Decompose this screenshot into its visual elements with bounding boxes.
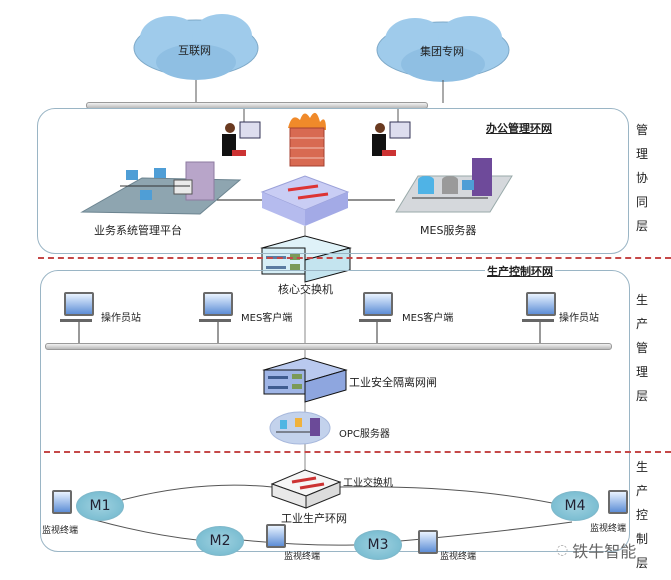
opc-server-label: OPC服务器 [339,429,390,440]
gateway-shape [262,357,348,403]
ring-node-m1[interactable]: M1 [76,491,124,521]
monitor-icon [526,292,556,316]
monitor-icon [363,292,393,316]
mes-server-platform-shape [395,158,513,213]
production-zone-title: 生产控制环网 [485,263,555,279]
industrial-switch-shape [270,469,342,509]
keyboard-icon [199,319,231,322]
monitor-icon [64,292,94,316]
mes-client-right-label: MES客户端 [402,313,454,324]
cloud-internet-shape [133,14,259,80]
monitor-terminal-3-icon[interactable] [418,530,438,554]
mes-client-right[interactable] [359,292,393,322]
mes-client-left-label: MES客户端 [241,313,293,324]
core-switch-label: 核心交换机 [278,283,333,296]
cloud-internet-label: 互联网 [178,44,211,57]
office-layer-label: 管 理 协 同 层 [635,123,648,233]
layer-divider-top [38,257,671,259]
cloud-group-shape [376,16,510,82]
core-switch-shape [260,235,352,283]
mes-server-label: MES服务器 [420,224,477,237]
production-bus [45,343,612,350]
ring-node-m2[interactable]: M2 [196,526,244,556]
layer-divider-bottom [44,451,671,453]
operator-station-right-label: 操作员站 [559,313,599,324]
industrial-gateway-label: 工业安全隔离网闸 [349,376,437,389]
monitor-terminal-1-label: 监视终端 [42,526,79,536]
production-zone [40,270,630,552]
monitor-terminal-3-label: 监视终端 [440,552,477,562]
production-control-layer-label: 生 产 控 制 层 [635,460,648,570]
operator-station-left[interactable] [60,292,94,322]
monitor-terminal-4-label: 监视终端 [590,524,627,534]
industrial-ring-label: 工业生产环网 [281,512,347,525]
office-zone-title: 办公管理环网 [486,122,552,135]
office-zone [37,108,629,254]
keyboard-icon [60,319,92,322]
monitor-terminal-2-icon[interactable] [266,524,286,548]
operator-station-left-label: 操作员站 [101,313,141,324]
cloud-group-network-label: 集团专网 [420,45,464,58]
monitor-terminal-4-icon[interactable] [608,490,628,514]
firewall-shape [288,112,326,167]
operator-person-left [222,121,261,156]
mes-client-left[interactable] [199,292,233,322]
ring-node-m4[interactable]: M4 [551,491,599,521]
keyboard-icon [359,319,391,322]
production-mgmt-layer-label: 生 产 管 理 层 [635,293,648,403]
business-platform-shape [80,161,242,215]
watermark: ◌ 铁牛智能 [556,538,636,562]
monitor-icon [203,292,233,316]
monitor-terminal-1-icon[interactable] [52,490,72,514]
operator-station-right[interactable] [522,292,556,322]
industrial-switch-label: 工业交换机 [343,478,393,489]
watermark-text: 铁牛智能 [572,542,637,561]
monitor-terminal-2-label: 监视终端 [284,552,321,562]
wechat-icon: ◌ [556,542,569,558]
opc-server-shape [269,411,331,445]
office-switch-shape [260,175,350,226]
ring-node-m3[interactable]: M3 [354,530,402,560]
operator-person-right [372,121,411,156]
business-platform-label: 业务系统管理平台 [94,224,182,237]
keyboard-icon [522,319,554,322]
